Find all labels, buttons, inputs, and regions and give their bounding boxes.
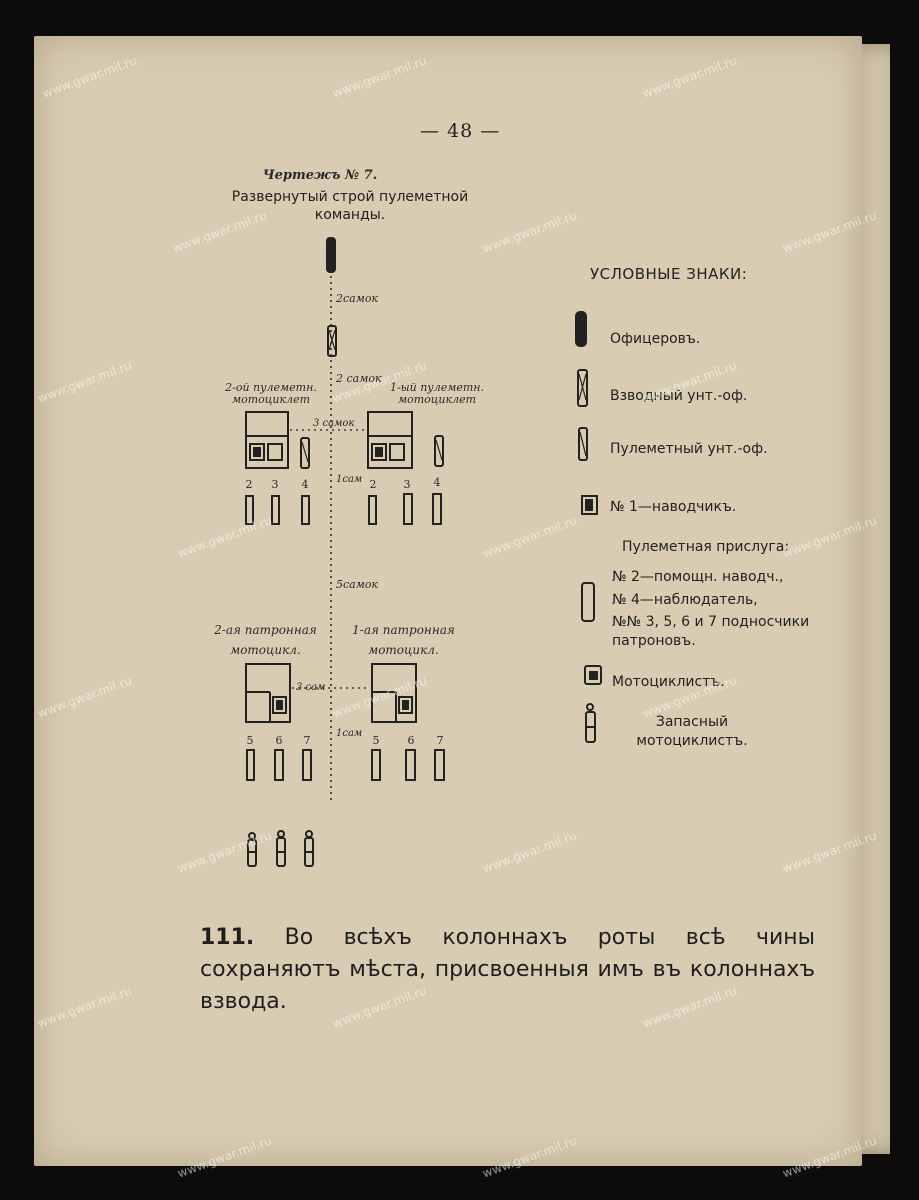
legend-mg-nco-icon [578,427,588,461]
legend-crew-2: № 4—наблюдатель, [612,592,758,608]
page-number: — 48 — [420,120,501,142]
legend-platoon-nco-icon [577,369,588,407]
legend-title: УСЛОВНЫЕ ЗНАКИ: [590,265,748,283]
legend-reserve-icon [585,703,596,743]
legend-crew-icon [581,582,595,622]
crew-number: 6 [407,734,415,747]
crew-number: 4 [433,476,441,489]
label-2samok-b: 2 самок [336,372,382,385]
figure-title: Чертежъ № 7. [262,168,378,183]
motorcycle-left-top [245,411,289,469]
crew-number: 6 [275,734,283,747]
label-left-top-motorcycle: 2-ой пулеметн. мотоциклет [225,381,317,406]
label-3sam-bottom: 3 сам [296,682,326,693]
reserve-motorcyclists [247,830,314,867]
legend-reserve-label: Запасный мотоциклистъ. [636,714,748,749]
motorcycle-right-bottom [371,663,417,723]
label-3samok-top: 3 самок [313,418,355,429]
crew-bottom [246,749,445,781]
crew-number: 2 [245,478,253,491]
crew-number: 5 [246,734,254,747]
mg-nco-left [300,437,310,469]
legend-crew-1: № 2—помощн. наводч., [612,569,784,585]
motorcycle-right-top [367,411,413,469]
officer-symbol [326,237,336,273]
legend-mg-nco-label: Пулеметный унт.-оф. [610,441,768,457]
legend-motorcyclist-label: Мотоциклистъ. [612,674,725,690]
paragraph-number: 111. [200,925,255,950]
legend-gunner-label: № 1—наводчикъ. [610,499,737,515]
paragraph-text: Во всѣхъ колоннахъ роты всѣ чины сохраня… [200,925,816,1014]
legend-motorcyclist-icon [584,665,602,685]
crew-number: 4 [301,478,309,491]
crew-number: 7 [436,734,444,747]
legend-officer-label: Офицеровъ. [610,331,701,347]
crew-number: 3 [403,478,411,491]
crew-number: 2 [369,478,377,491]
figure-subtitle: Развернутый строй пулеметной команды. [231,189,469,223]
crew-top [245,493,442,525]
legend-crew-title: Пулеметная прислуга: [622,539,790,555]
label-right-bottom-motorcycle: 1-ая патронная мотоцикл. [352,623,455,657]
paragraph-111: 111. Во всѣхъ колоннахъ роты всѣ чины со… [200,922,815,1018]
legend-crew-3: №№ 3, 5, 6 и 7 подносчики патроновъ. [612,614,810,649]
crew-number: 7 [303,734,311,747]
label-2samok-a: 2самок [336,292,379,305]
label-1sam-bottom: 1сам [336,728,363,739]
legend-platoon-nco-label: Взводный унт.-оф. [610,388,748,404]
label-5samok: 5самок [336,578,379,591]
mg-nco-right [434,435,444,467]
document-page [34,36,862,1166]
motorcycle-left-bottom [245,663,291,723]
label-right-top-motorcycle: 1-ый пулеметн. мотоциклет [389,381,485,406]
platoon-nco-symbol [327,325,337,357]
label-1sam-top: 1сам [336,474,363,485]
label-left-bottom-motorcycle: 2-ая патронная мотоцикл. [214,623,317,657]
legend-officer-icon [575,311,587,347]
crew-number: 3 [271,478,279,491]
crew-number: 5 [372,734,380,747]
legend-gunner-icon [581,495,598,515]
